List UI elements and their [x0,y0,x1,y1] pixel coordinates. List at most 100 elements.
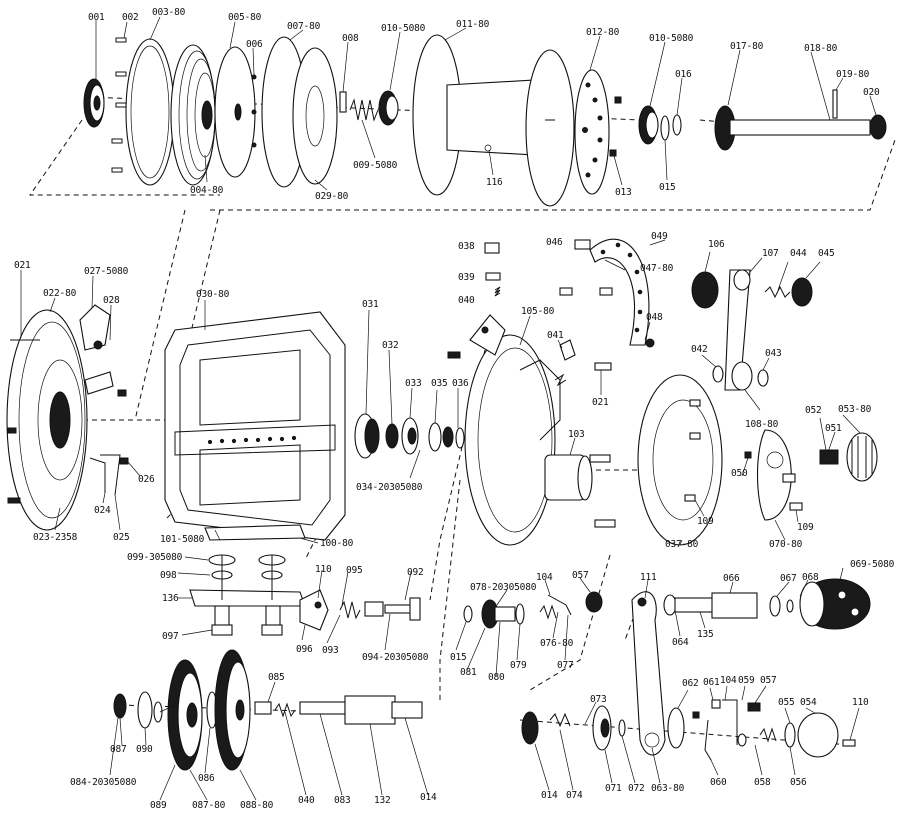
part-label: 098 [160,570,177,581]
part-label: 089 [150,800,167,811]
part-label: 023-2358 [33,532,78,543]
part-label: 058 [754,777,771,788]
part-label: 010-5080 [649,33,694,44]
part-label: 034-20305080 [356,482,423,493]
part-label: 054 [800,697,817,708]
part-label: 047-80 [640,263,674,274]
part-label: 087-80 [192,800,226,811]
part-label: 015 [450,652,467,663]
part-label: 110 [315,564,332,575]
center-click-group [463,591,603,629]
part-label: 016 [675,69,692,80]
part-label: 032 [382,340,399,351]
part-label: 041 [547,330,564,341]
part-label: 076-80 [540,638,574,649]
part-label: 024 [94,505,111,516]
part-label: 062 [682,678,699,689]
part-label: 096 [296,644,313,655]
part-label: 084-20305080 [70,777,137,788]
part-label: 093 [322,645,339,656]
spool-assembly [83,34,887,207]
part-label: 097 [162,631,179,642]
part-label: 005-80 [228,12,262,23]
part-label: 043 [765,348,782,359]
part-label: 104 [720,675,737,686]
part-label: 040 [298,795,315,806]
part-label: 025 [113,532,130,543]
left-side-plate [6,304,129,531]
part-label: 021 [592,397,609,408]
part-label: 060 [710,777,727,788]
part-label: 002 [122,12,139,23]
part-label: 136 [162,593,179,604]
part-label: 073 [590,694,607,705]
part-label: 067 [780,573,797,584]
part-label: 068 [802,572,819,583]
part-label: 059 [738,675,755,686]
part-label: 004-80 [190,185,224,196]
part-label: 039 [458,272,475,283]
part-label: 078-20305080 [470,582,537,593]
part-label: 074 [566,790,583,801]
part-label: 086 [198,773,215,784]
reel-frame [164,311,346,541]
part-label: 099-305080 [127,552,183,563]
part-label: 107 [762,248,779,259]
part-label: 106 [708,239,725,250]
part-label: 081 [460,667,477,678]
pinion-bearing-stack [354,413,465,459]
part-label: 109 [697,516,714,527]
part-label: 021 [14,260,31,271]
part-label: 072 [628,783,645,794]
part-label: 057 [760,675,777,686]
part-label: 026 [138,474,155,485]
part-label: 064 [672,637,689,648]
part-label: 011-80 [456,19,490,30]
part-label: 132 [374,795,391,806]
part-label: 070-80 [769,539,803,550]
part-label: 028 [103,295,120,306]
part-labels: 001 002 003-80 005-80 006 007-80 008 010… [14,7,895,811]
part-label: 020 [863,87,880,98]
part-label: 006 [246,39,263,50]
part-label: 056 [790,777,807,788]
handle-arm [631,591,666,756]
part-label: 029-80 [315,191,349,202]
part-label: 100-80 [320,538,354,549]
part-label: 038 [458,241,475,252]
part-label: 135 [697,629,714,640]
part-label: 035 [431,378,448,389]
part-label: 116 [486,177,503,188]
part-label: 110 [852,697,869,708]
part-label: 079 [510,660,527,671]
part-label: 042 [691,344,708,355]
part-label: 050 [731,468,748,479]
part-label: 105-80 [521,306,555,317]
part-label: 055 [778,697,795,708]
part-label: 037-80 [665,539,699,550]
part-label: 069-5080 [850,559,895,570]
part-label: 040 [458,295,475,306]
part-label: 053-80 [838,404,872,415]
part-label: 080 [488,672,505,683]
part-label: 088-80 [240,800,274,811]
part-label: 010-5080 [381,23,426,34]
part-label: 063-80 [651,783,685,794]
part-label: 101-5080 [160,534,205,545]
part-label: 009-5080 [353,160,398,171]
lever-assembly [691,269,813,391]
part-label: 019-80 [836,69,870,80]
part-label: 027-5080 [84,266,129,277]
part-label: 051 [825,423,842,434]
leader-lines [20,16,877,801]
part-label: 013 [615,187,632,198]
part-label: 046 [546,237,563,248]
part-label: 057 [572,570,589,581]
part-label: 007-80 [287,21,321,32]
main-gear-group [113,649,423,771]
part-label: 061 [703,677,720,688]
part-label: 052 [805,405,822,416]
part-label: 094-20305080 [362,652,429,663]
part-label: 045 [818,248,835,259]
